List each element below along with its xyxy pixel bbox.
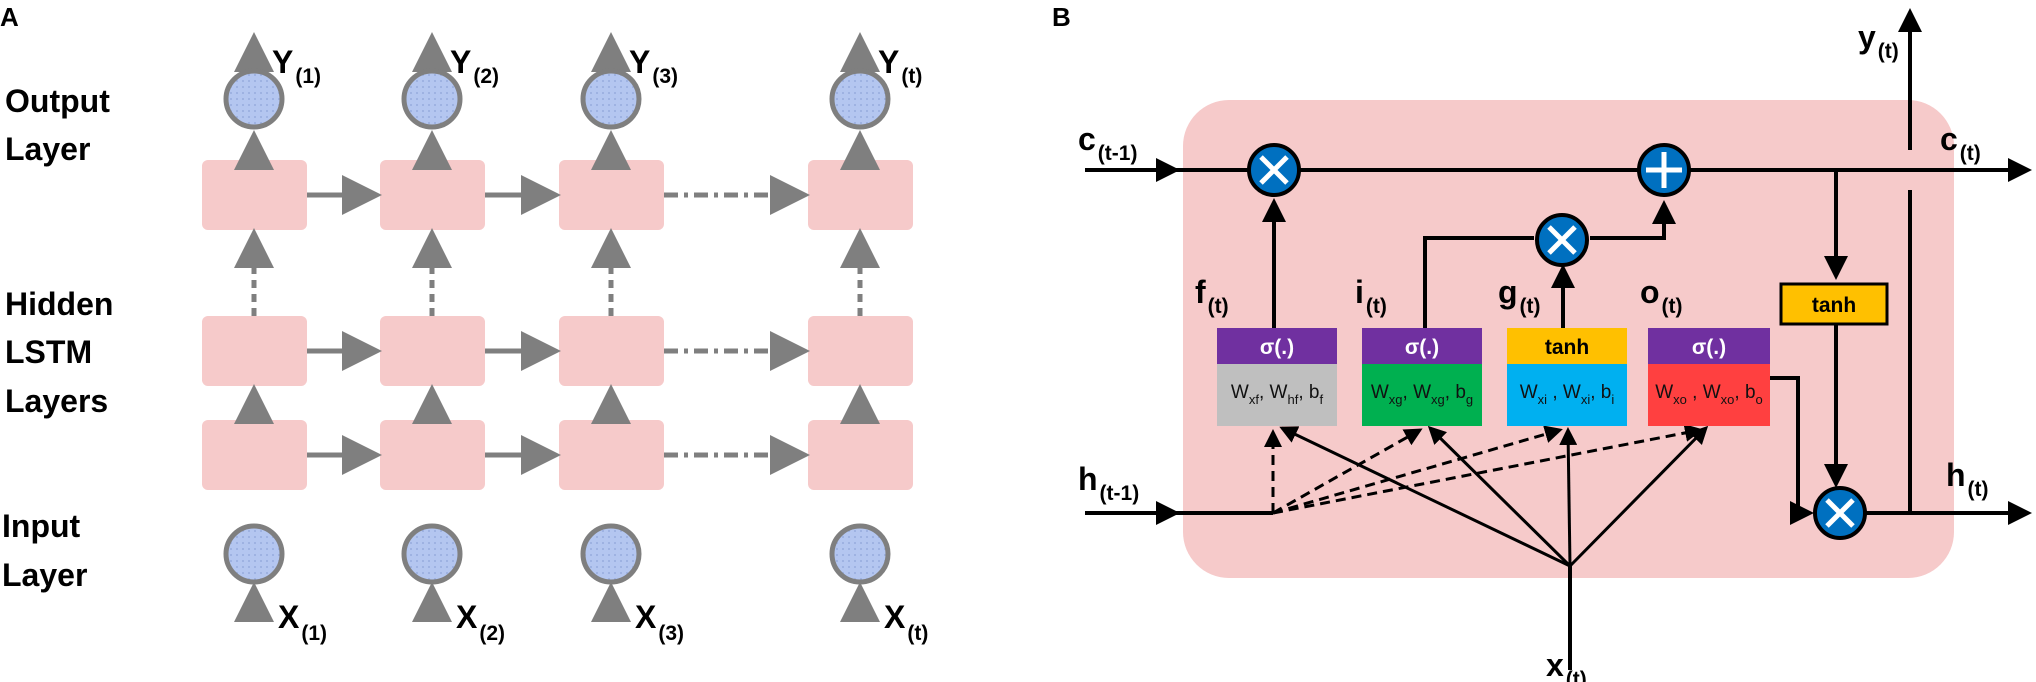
output-neuron [829, 68, 891, 130]
signal-x-in: x(t) [1546, 647, 1587, 682]
svg-text:Layers: Layers [5, 383, 108, 419]
output-label-2: Y(2) [450, 44, 499, 88]
output-label-t: Y(t) [878, 44, 922, 88]
lstm-cell [559, 420, 664, 490]
gate-input-header [1362, 328, 1482, 364]
lstm-cell [380, 420, 485, 490]
gate-forget-header [1217, 328, 1337, 364]
output-neurons [223, 68, 891, 130]
gate-candidate-header [1507, 328, 1627, 364]
gate-output-body [1648, 364, 1770, 426]
input-label-1: X(1) [278, 599, 327, 645]
horizontal-recurrent-arrows [307, 175, 810, 475]
gate-label-g: g(t) [1498, 274, 1541, 318]
lstm-cell [380, 160, 485, 230]
gate-candidate: tanh Wxi , Wxi, bi [1507, 328, 1627, 426]
input-neuron [223, 523, 285, 585]
input-layer-label: Input Layer [2, 508, 87, 593]
vertical-arrows [234, 32, 880, 622]
input-label-3: X(3) [635, 599, 684, 645]
panel-b-label: B [1052, 2, 1071, 32]
cell-wiring [1085, 8, 2032, 670]
output-layer-label: Output Layer [5, 83, 110, 167]
input-label-2: X(2) [456, 599, 505, 645]
lstm-cell [559, 160, 664, 230]
input-neuron [401, 523, 463, 585]
input-neuron [580, 523, 642, 585]
svg-text:tanh: tanh [1545, 336, 1589, 359]
gate-candidate-body [1507, 364, 1627, 426]
h-input-fanout [1264, 424, 1703, 515]
svg-text:Output: Output [5, 83, 110, 119]
gate-input: σ(.) Wxg, Wxg, bg [1362, 328, 1482, 426]
svg-text:Wxo , Wxo, bo: Wxo , Wxo, bo [1655, 382, 1763, 407]
multiply-icon [1535, 213, 1589, 267]
gate-label-f: f(t) [1195, 274, 1229, 318]
panel-a-label: A [0, 2, 19, 32]
lstm-cell [202, 160, 307, 230]
svg-text:Hidden: Hidden [5, 286, 113, 322]
input-neuron [829, 523, 891, 585]
gate-forget: σ(.) Wxf, Whf, bf [1217, 328, 1337, 426]
signal-h-prev: h(t-1) [1078, 461, 1139, 505]
output-label-3: Y(3) [629, 44, 678, 88]
svg-text:σ(.): σ(.) [1692, 336, 1726, 359]
svg-text:tanh: tanh [1812, 294, 1856, 317]
output-neuron [580, 68, 642, 130]
add-icon [1637, 143, 1691, 197]
signal-c-prev: c(t-1) [1078, 121, 1137, 165]
lstm-cell [380, 316, 485, 386]
input-neurons [223, 523, 891, 585]
hidden-layers-label: Hidden LSTM Layers [5, 286, 113, 419]
signal-y-out: y(t) [1858, 19, 1899, 63]
output-neuron [223, 68, 285, 130]
gate-input-body [1362, 364, 1482, 426]
svg-text:σ(.): σ(.) [1405, 336, 1439, 359]
gate-forget-body [1217, 364, 1337, 426]
multiply-icon [1247, 143, 1301, 197]
svg-text:Wxi , Wxi, bi: Wxi , Wxi, bi [1520, 382, 1615, 407]
x-input-fanout [1279, 425, 1709, 568]
lstm-cell [808, 420, 913, 490]
hidden-lstm-grid [202, 160, 913, 490]
svg-text:σ(.): σ(.) [1260, 336, 1294, 359]
output-label-1: Y(1) [272, 44, 321, 88]
gate-output-header [1648, 328, 1770, 364]
lstm-cell [202, 316, 307, 386]
tanh-box: tanh [1779, 282, 1889, 326]
svg-text:Wxf, Whf, bf: Wxf, Whf, bf [1231, 382, 1324, 407]
gate-output: σ(.) Wxo , Wxo, bo [1648, 328, 1770, 426]
lstm-cell [559, 316, 664, 386]
output-neuron [401, 68, 463, 130]
svg-text:LSTM: LSTM [5, 334, 92, 370]
multiply-icon [1813, 486, 1867, 540]
lstm-cell [808, 316, 913, 386]
signal-h-out: h(t) [1946, 457, 1989, 501]
svg-text:Layer: Layer [5, 131, 90, 167]
gate-label-i: i(t) [1355, 274, 1387, 318]
svg-text:Wxg, Wxg, bg: Wxg, Wxg, bg [1371, 382, 1473, 407]
lstm-cell [808, 160, 913, 230]
svg-text:Layer: Layer [2, 557, 87, 593]
lstm-cell [202, 420, 307, 490]
input-label-t: X(t) [884, 599, 928, 645]
signal-c-out: c(t) [1940, 121, 1981, 165]
gate-label-o: o(t) [1640, 274, 1683, 318]
svg-text:Input: Input [2, 508, 81, 544]
